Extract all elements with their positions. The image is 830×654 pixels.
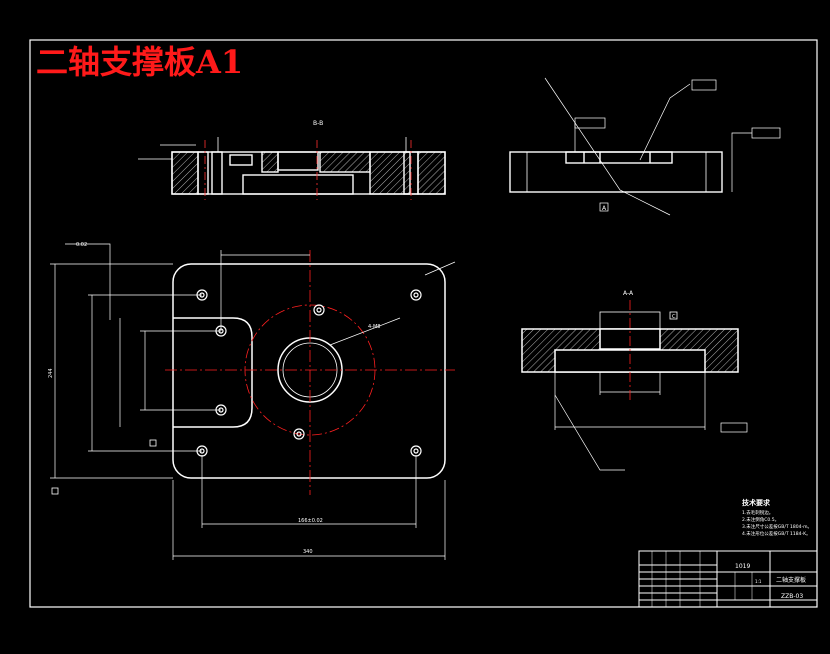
plan-view: 340 166±0.02 244 0.02 4-M8 [48,242,456,560]
dim-hole-span: 166±0.02 [298,518,323,524]
section-label-aa: A-A [623,290,634,297]
section-view-bb: B-B [138,120,446,200]
side-marker-a: A [602,205,607,212]
title-drawing-no: ZZB-03 [781,593,803,600]
drawing-title: 二轴支撑板A1 [36,43,243,81]
dim-bolt-circle: 4-M8 [368,324,380,330]
title-material: 1019 [735,563,750,570]
section-view-aa: A-A C [521,290,748,471]
tech-item-2: 2.未注倒角C0.5。 [742,516,779,523]
dim-overall-width: 340 [303,549,313,555]
tech-requirements: 技术要求 1.去毛刺锐边。 2.未注倒角C0.5。 3.未注尺寸公差按GB/T … [742,498,812,537]
title-part-name: 二轴支撑板 [776,576,806,584]
outer-frame [29,39,818,608]
title-block: 1019 二轴支撑板 ZZB-03 1:1 [638,550,818,608]
title-scale: 1:1 [755,579,762,584]
dim-height: 244 [48,368,54,378]
section-marker-c: C [672,314,676,320]
tech-item-3: 3.未注尺寸公差按GB/T 1804-m。 [742,523,812,530]
tech-item-1: 1.去毛刺锐边。 [742,509,773,516]
tech-item-4: 4.未注形位公差按GB/T 1184-K。 [742,530,811,537]
section-label-bb: B-B [313,120,323,127]
dim-tolerance: 0.02 [76,242,87,248]
tech-heading: 技术要求 [742,498,771,507]
side-view: A [509,77,781,216]
